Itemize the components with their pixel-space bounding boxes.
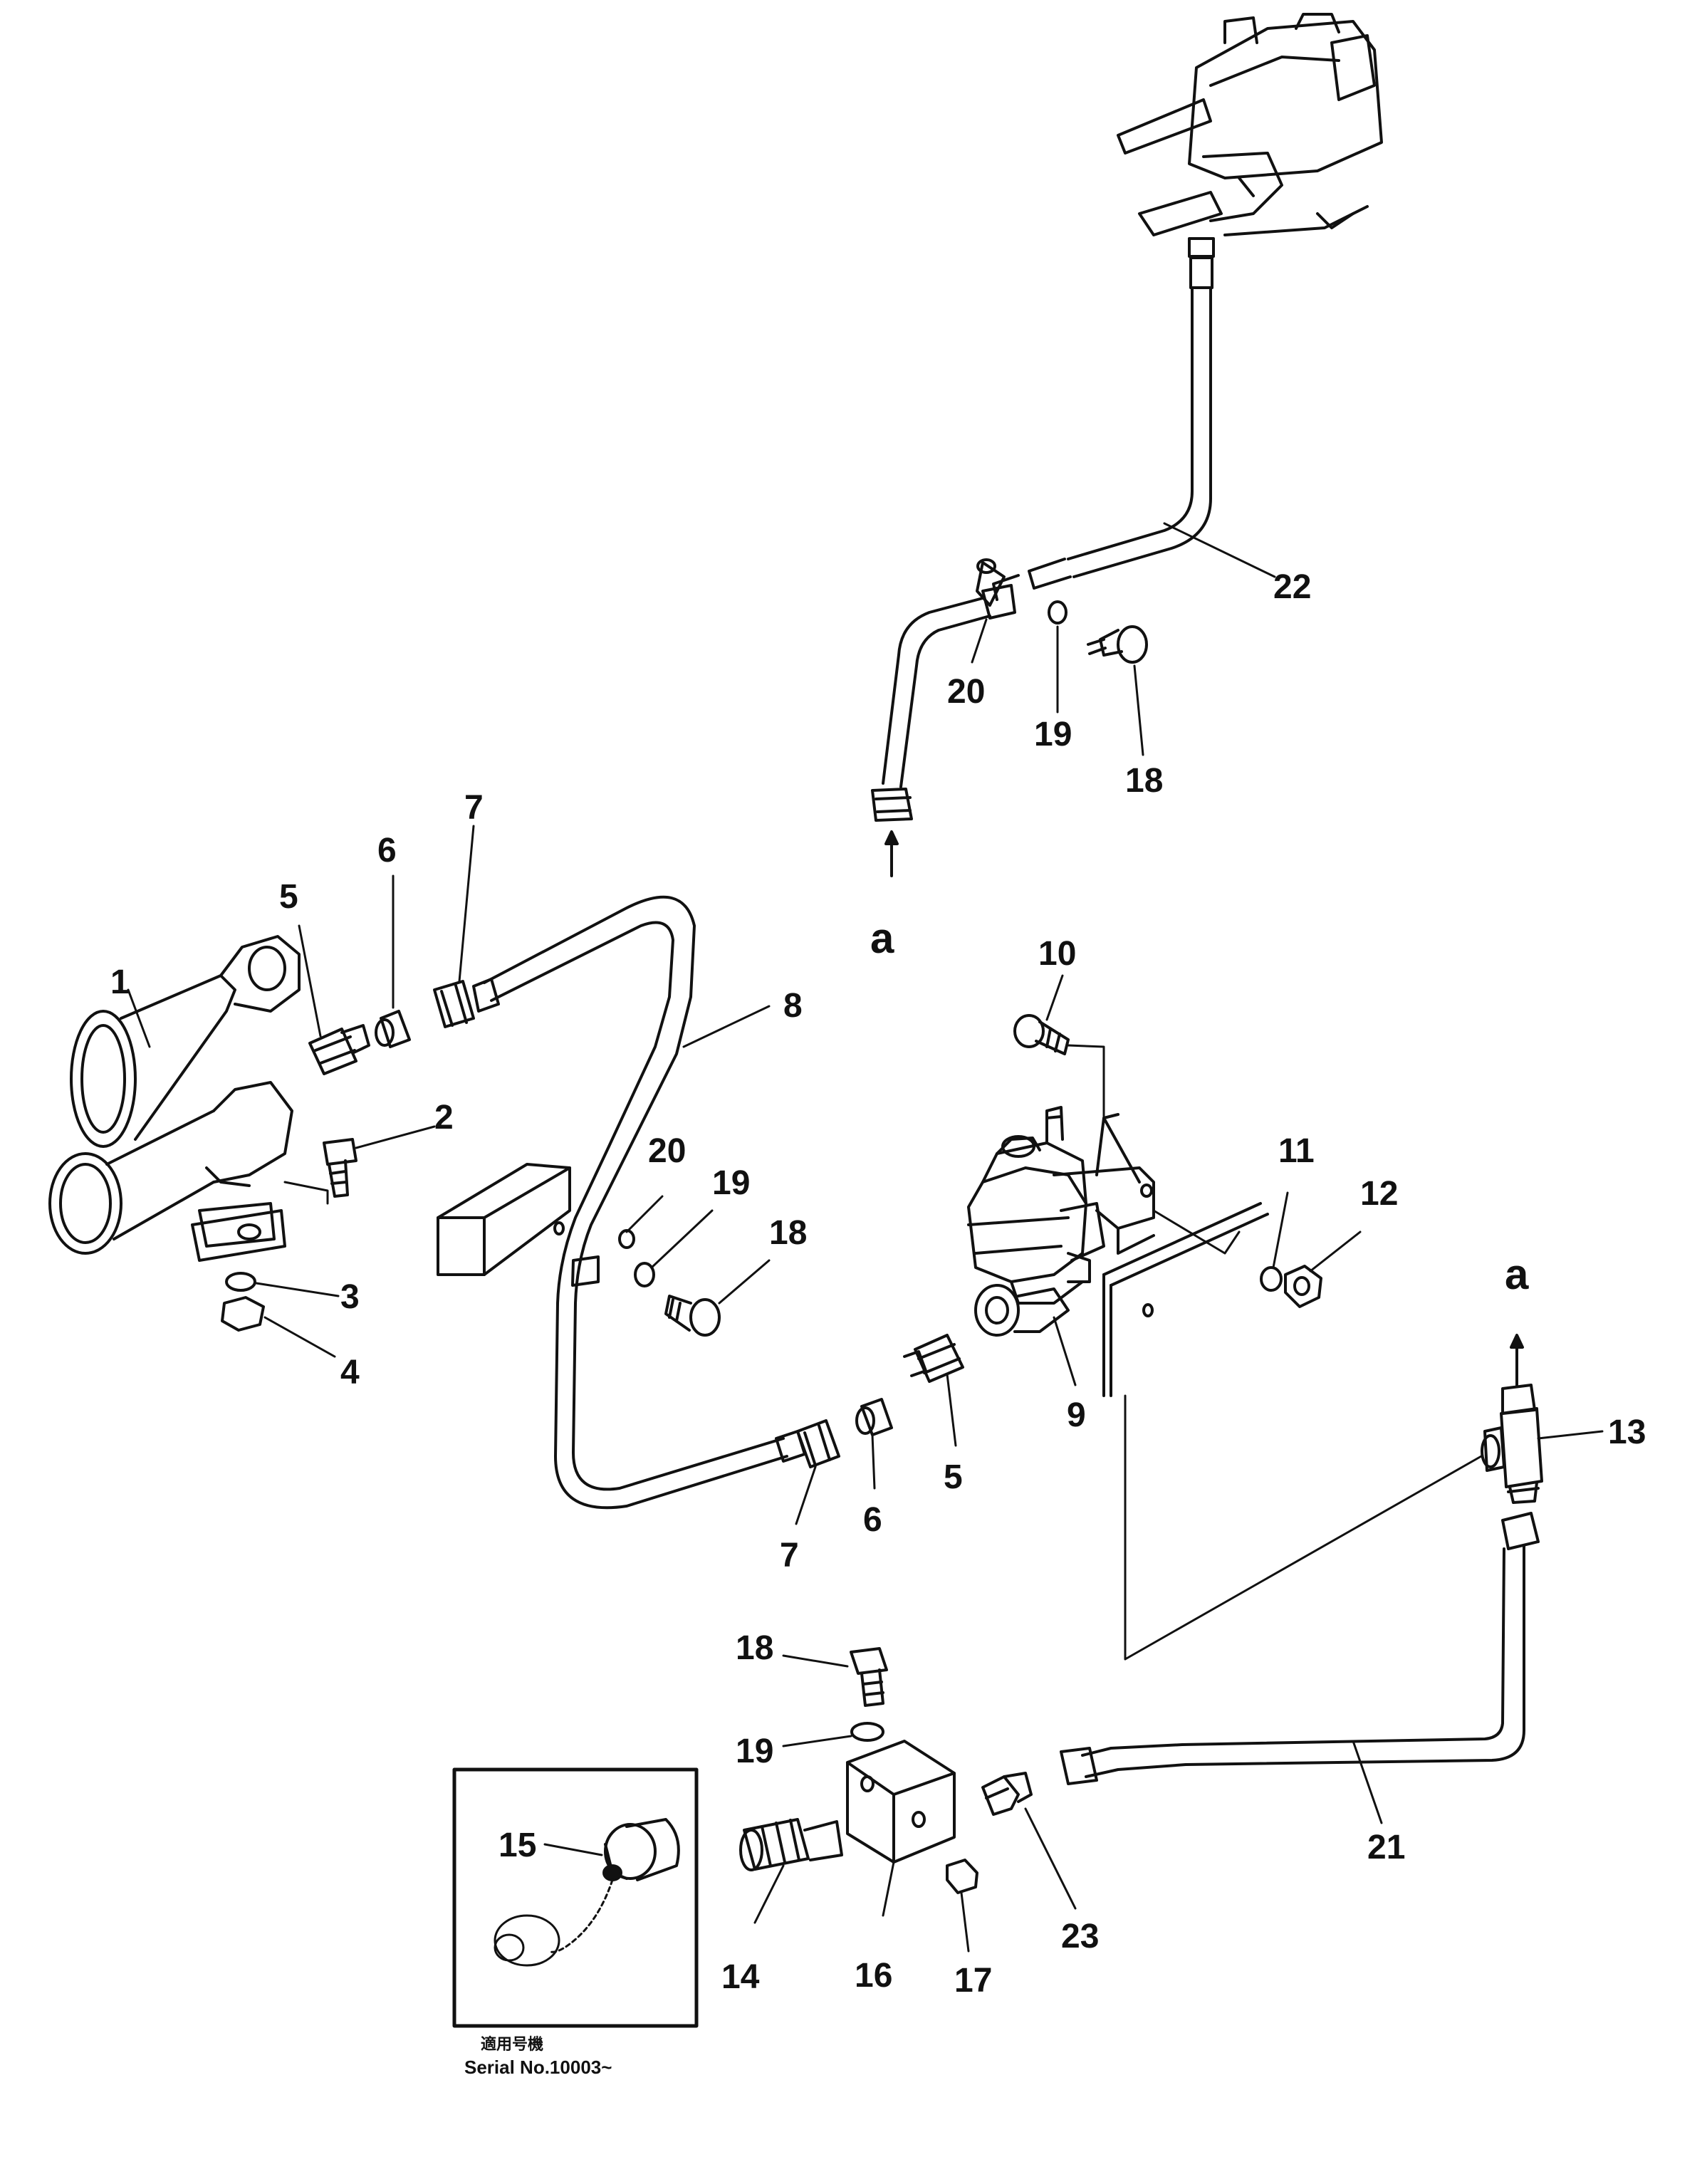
bolt-18-upper xyxy=(1087,625,1148,664)
label-6-upper: 6 xyxy=(377,832,397,869)
label-5-upper: 5 xyxy=(279,878,298,916)
label-7-lower: 7 xyxy=(780,1537,799,1574)
tube-21 xyxy=(1060,1512,1540,1785)
nut-12 xyxy=(1284,1265,1322,1308)
label-2: 2 xyxy=(434,1099,454,1137)
nut-7-lower xyxy=(796,1419,840,1468)
valve-assembly xyxy=(1117,13,1383,258)
bolt-18-middle xyxy=(664,1295,721,1337)
label-6-lower: 6 xyxy=(863,1501,882,1539)
washer-11 xyxy=(1260,1266,1283,1292)
label-4: 4 xyxy=(340,1354,360,1391)
serial-label-en: Serial No.10003~ xyxy=(464,2057,612,2078)
label-22: 22 xyxy=(1273,568,1311,606)
mounting-block xyxy=(437,1163,571,1276)
horn-plate xyxy=(191,1209,286,1262)
bolt-10 xyxy=(1013,1014,1105,1119)
fitting-6-upper xyxy=(375,1010,411,1048)
label-12: 12 xyxy=(1360,1175,1398,1213)
tube-22 xyxy=(992,256,1213,601)
arrow-a-lower xyxy=(1510,1334,1524,1386)
fitting-5-lower xyxy=(903,1334,964,1383)
label-9: 9 xyxy=(1067,1396,1086,1434)
clamp-20-middle xyxy=(618,1229,635,1249)
label-19-upper: 19 xyxy=(1034,716,1072,753)
junction-block-16 xyxy=(846,1740,956,1864)
label-20-middle: 20 xyxy=(648,1132,686,1170)
bolt-18-lower xyxy=(850,1647,888,1707)
label-14: 14 xyxy=(721,1958,760,1996)
label-18-lower: 18 xyxy=(736,1629,773,1667)
washer-19-lower xyxy=(850,1722,884,1742)
label-21: 21 xyxy=(1367,1829,1405,1866)
adapter-23 xyxy=(981,1772,1033,1816)
label-18-upper: 18 xyxy=(1125,762,1163,800)
part-labels: 1 2 3 4 5 6 7 8 20 19 18 7 6 5 9 10 11 1… xyxy=(110,568,1646,2078)
valve-bracket xyxy=(1053,1113,1155,1255)
label-18-middle: 18 xyxy=(769,1214,807,1252)
label-13: 13 xyxy=(1608,1414,1646,1451)
label-23: 23 xyxy=(1061,1918,1099,1955)
label-19-middle: 19 xyxy=(712,1164,750,1202)
arrow-a-upper xyxy=(884,830,899,877)
fitting-6-lower xyxy=(855,1398,893,1436)
washer-19-middle xyxy=(634,1262,655,1287)
label-1: 1 xyxy=(110,963,130,1001)
fitting-5-upper xyxy=(308,1024,370,1075)
label-17: 17 xyxy=(954,1962,992,2000)
label-16: 16 xyxy=(855,1957,892,1995)
clamp-20-upper xyxy=(976,558,1016,620)
label-20-upper: 20 xyxy=(947,673,985,711)
dust-cap-15 xyxy=(494,1818,680,1967)
label-10: 10 xyxy=(1038,935,1076,973)
label-3: 3 xyxy=(340,1278,360,1316)
tee-fitting-13 xyxy=(1481,1384,1543,1504)
bolt-2 xyxy=(323,1138,357,1198)
coupler-14 xyxy=(739,1818,843,1871)
label-8: 8 xyxy=(783,987,803,1025)
arrow-a-upper-label: a xyxy=(870,914,894,962)
label-15: 15 xyxy=(498,1827,536,1864)
nut-4 xyxy=(221,1296,265,1332)
inset-box xyxy=(452,1767,699,2028)
horn-valve xyxy=(967,1106,1105,1337)
tube-22-lower xyxy=(871,597,991,822)
frame-plate xyxy=(1102,1202,1269,1397)
hose-8 xyxy=(472,895,806,1510)
plug-17 xyxy=(946,1859,978,1894)
serial-label-jp: 適用号機 xyxy=(481,2035,543,2053)
frame-link xyxy=(1124,1394,1483,1661)
label-11: 11 xyxy=(1278,1132,1315,1170)
air-horn xyxy=(48,935,301,1255)
label-7-upper: 7 xyxy=(464,789,484,827)
washer-3 xyxy=(225,1272,256,1292)
washer-19-upper xyxy=(1048,600,1067,625)
label-5-lower: 5 xyxy=(944,1458,963,1496)
leader-lines xyxy=(127,522,1604,1953)
arrow-a-lower-label: a xyxy=(1505,1250,1529,1298)
nut-7-upper xyxy=(433,980,475,1028)
label-19-lower: 19 xyxy=(736,1733,773,1770)
